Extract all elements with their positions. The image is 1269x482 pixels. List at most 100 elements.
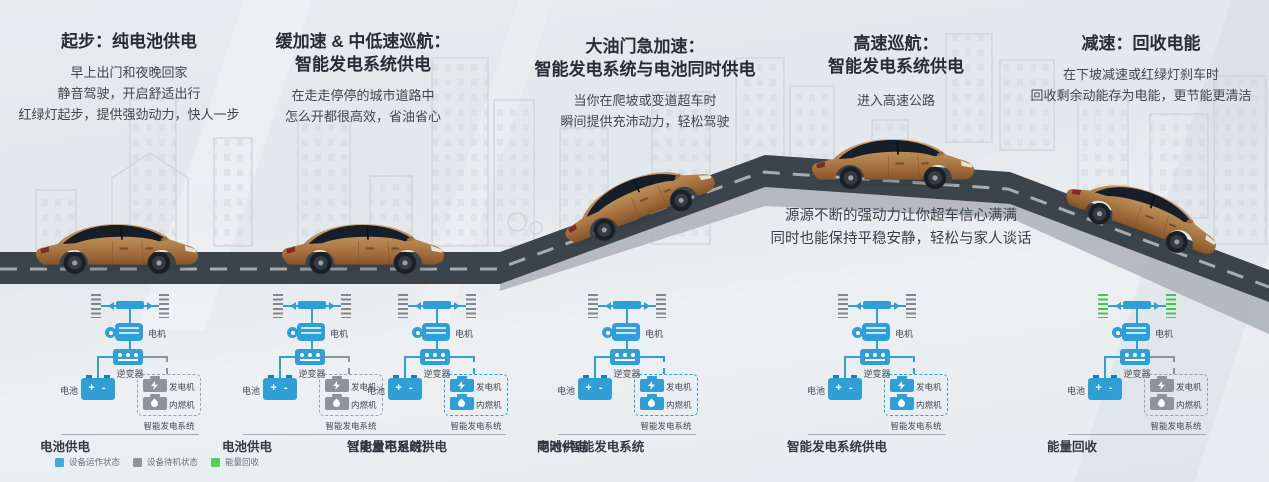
arrow-right-icon [1154, 301, 1164, 310]
motor-icon [862, 323, 890, 341]
connector-line [1136, 341, 1138, 351]
connector-line [129, 341, 131, 351]
wheel-icon [466, 294, 476, 318]
stage-column: 高速巡航：智能发电系统供电 进入高速公路 [786, 32, 1006, 111]
reduction-gear-icon [287, 327, 298, 338]
motor-icon [115, 323, 143, 341]
connector-line [1136, 309, 1138, 323]
caption-divider [61, 434, 199, 435]
reduction-gear-icon [852, 327, 863, 338]
generator-connector [473, 356, 475, 374]
generator-label: 发电机 [169, 382, 195, 392]
inverter-label: 逆变器 [298, 369, 326, 379]
inverter-label: 逆变器 [613, 369, 641, 379]
stage-column: 减速：回收电能 在下坡减速或红绿灯刹车时回收剩余动能存为电能，更节能更清洁 [1012, 32, 1269, 106]
wheel-icon [1098, 294, 1108, 318]
arrow-right-icon [454, 301, 464, 310]
wheel-icon [398, 294, 408, 318]
powertrain-diagram: 电机 逆变器 + - 电池 发电机 内燃机 智能发电系统 智能发电系统供电（电量… [347, 294, 512, 480]
battery-icon: + - [828, 375, 862, 400]
motor-icon [422, 323, 450, 341]
connector-line [436, 309, 438, 323]
generator-connector [1173, 356, 1175, 374]
inverter-icon [113, 349, 143, 365]
connector-line [876, 309, 878, 323]
battery-connector [279, 356, 281, 378]
system-label: 智能发电系统 [325, 421, 377, 431]
generator-icon [640, 376, 664, 392]
battery-label: 电池 [1066, 386, 1085, 396]
stage-title: 高速巡航：智能发电系统供电 [828, 34, 964, 76]
generator-label: 发电机 [351, 382, 377, 392]
generator-icon [890, 376, 914, 392]
generator-icon [1150, 376, 1174, 392]
arrow-right-icon [147, 301, 157, 310]
battery-connector [97, 356, 113, 358]
generator-label: 发电机 [476, 382, 502, 392]
stage-description: 在下坡减速或红绿灯刹车时回收剩余动能存为电能，更节能更清洁 [1030, 67, 1252, 103]
stage-title: 大油门急加速：智能发电系统与电池同时供电 [534, 37, 756, 79]
connector-line [876, 341, 878, 351]
gearbox-icon [613, 301, 641, 309]
gearbox-icon [298, 301, 326, 309]
generator-icon [450, 376, 474, 392]
generator-icon [143, 376, 167, 392]
motor-label: 电机 [645, 329, 664, 339]
legend-label: 设备待机状态 [147, 457, 199, 467]
generation-system-box [444, 374, 508, 416]
connector-line [626, 309, 628, 323]
generator-connector [663, 356, 665, 374]
arrow-right-icon [894, 301, 904, 310]
wheel-icon [906, 294, 916, 318]
battery-connector [404, 356, 406, 378]
inverter-label: 逆变器 [423, 369, 451, 379]
generation-system-box [1144, 374, 1208, 416]
stage-title: 缓加速 & 中低速巡航：智能发电系统供电 [275, 32, 451, 74]
generation-system-box [634, 374, 698, 416]
car-stage-1 [35, 223, 199, 275]
inverter-icon [1120, 349, 1150, 365]
generator-connector [348, 356, 350, 374]
powertrain-diagram: 电机 逆变器 + - 电池 发电机 内燃机 智能发电系统 电池供电 [40, 294, 205, 480]
arrow-left-icon [286, 301, 296, 310]
arrow-left-icon [411, 301, 421, 310]
stage-description: 在走走停停的城市道路中怎么开都很高效，省油省心 [284, 88, 441, 124]
battery-icon: + - [1088, 375, 1122, 400]
engine-label: 内燃机 [351, 400, 377, 410]
legend-label: 能量回收 [225, 457, 260, 467]
engine-icon [143, 394, 167, 410]
system-label: 智能发电系统 [143, 421, 195, 431]
wheel-icon [838, 294, 848, 318]
battery-label: 电池 [806, 386, 825, 396]
reduction-gear-icon [1112, 327, 1123, 338]
stage-column: 缓加速 & 中低速巡航：智能发电系统供电 在走走停停的城市道路中怎么开都很高效，… [250, 30, 476, 127]
connector-line [129, 309, 131, 323]
motor-label: 电机 [1155, 329, 1174, 339]
battery-label: 电池 [366, 386, 385, 396]
powertrain-diagram: 电机 逆变器 + - 电池 发电机 内燃机 智能发电系统 能量回收 [1047, 294, 1212, 480]
connector-line [311, 309, 313, 323]
highway-note: 源源不断的强动力让你超车信心满满 同时也能保持平稳安静，轻松与家人谈话 [738, 205, 1064, 251]
system-label: 智能发电系统 [1150, 421, 1202, 431]
battery-icon: + - [388, 375, 422, 400]
stage-title: 起步：纯电池供电 [61, 32, 197, 51]
generator-connector [166, 356, 168, 374]
battery-label: 电池 [59, 386, 78, 396]
car-stage-5 [1059, 164, 1227, 267]
connector-line [311, 341, 313, 351]
legend-label: 设备运作状态 [69, 457, 121, 467]
caption-divider [243, 434, 381, 435]
stage-title: 减速：回收电能 [1081, 34, 1201, 53]
caption-divider [558, 434, 696, 435]
wheel-icon [273, 294, 283, 318]
inverter-label: 逆变器 [1123, 369, 1151, 379]
battery-connector [1104, 356, 1120, 358]
generation-system-box [884, 374, 948, 416]
battery-connector [594, 356, 596, 378]
battery-icon: + - [263, 375, 297, 400]
generator-label: 发电机 [1176, 382, 1202, 392]
arrow-right-icon [329, 301, 339, 310]
wheel-icon [588, 294, 598, 318]
reduction-gear-icon [105, 327, 116, 338]
